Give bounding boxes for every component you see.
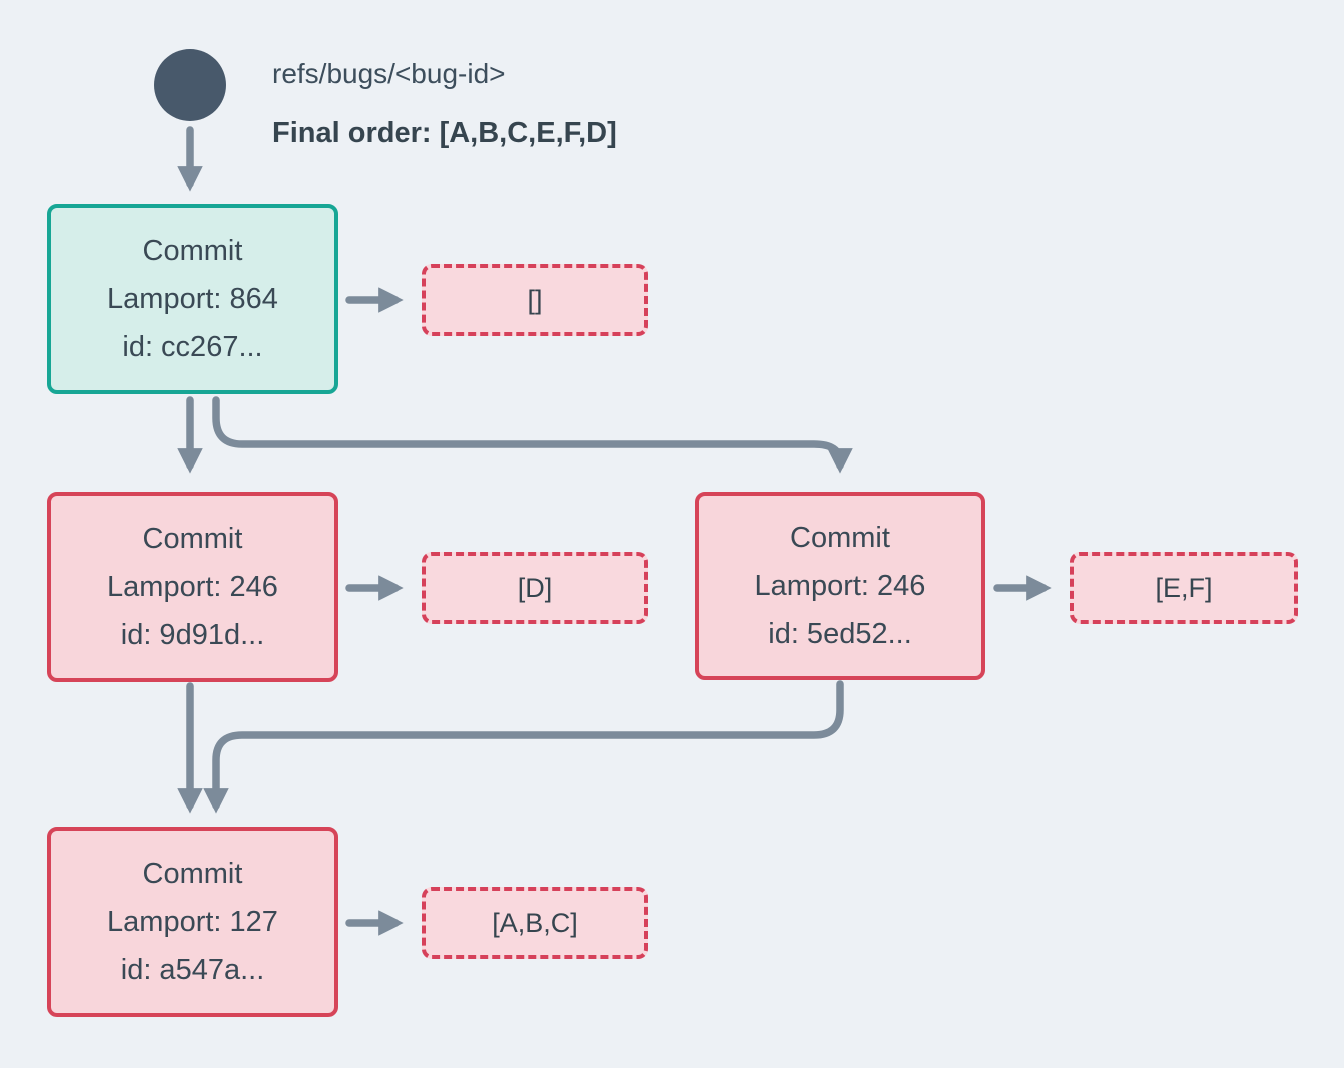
commit-id: id: 5ed52... bbox=[768, 618, 912, 650]
branch-ref-label: refs/bugs/<bug-id> bbox=[272, 58, 506, 89]
edge-right-to-merge bbox=[203, 680, 844, 814]
commit-lamport: Lamport: 246 bbox=[754, 570, 926, 602]
commit-lamport: Lamport: 864 bbox=[107, 283, 278, 315]
commit-title: Commit bbox=[142, 523, 243, 555]
operations-box-right: [E,F] bbox=[1070, 552, 1298, 624]
commit-id: id: a547a... bbox=[120, 954, 265, 986]
commit-node-root: Commit Lamport: 864 id: cc267... bbox=[47, 204, 338, 394]
commit-id: id: 9d91d... bbox=[120, 619, 265, 651]
commit-title: Commit bbox=[790, 522, 890, 554]
commit-lamport: Lamport: 246 bbox=[107, 571, 278, 603]
operations-box-left: [D] bbox=[422, 552, 648, 624]
commit-lamport: Lamport: 127 bbox=[107, 906, 278, 938]
commit-node-left: Commit Lamport: 246 id: 9d91d... bbox=[47, 492, 338, 682]
commit-node-merge: Commit Lamport: 127 id: a547a... bbox=[47, 827, 338, 1017]
commit-title: Commit bbox=[142, 235, 243, 267]
commit-id: id: cc267... bbox=[122, 331, 263, 363]
operations-box-root: [] bbox=[422, 264, 648, 336]
branch-ref-node bbox=[154, 49, 226, 121]
edge-root-to-right bbox=[212, 396, 853, 474]
final-order-label: Final order: [A,B,C,E,F,D] bbox=[272, 117, 617, 149]
commit-title: Commit bbox=[142, 858, 243, 890]
operations-box-merge: [A,B,C] bbox=[422, 887, 648, 959]
commit-node-right: Commit Lamport: 246 id: 5ed52... bbox=[695, 492, 985, 680]
